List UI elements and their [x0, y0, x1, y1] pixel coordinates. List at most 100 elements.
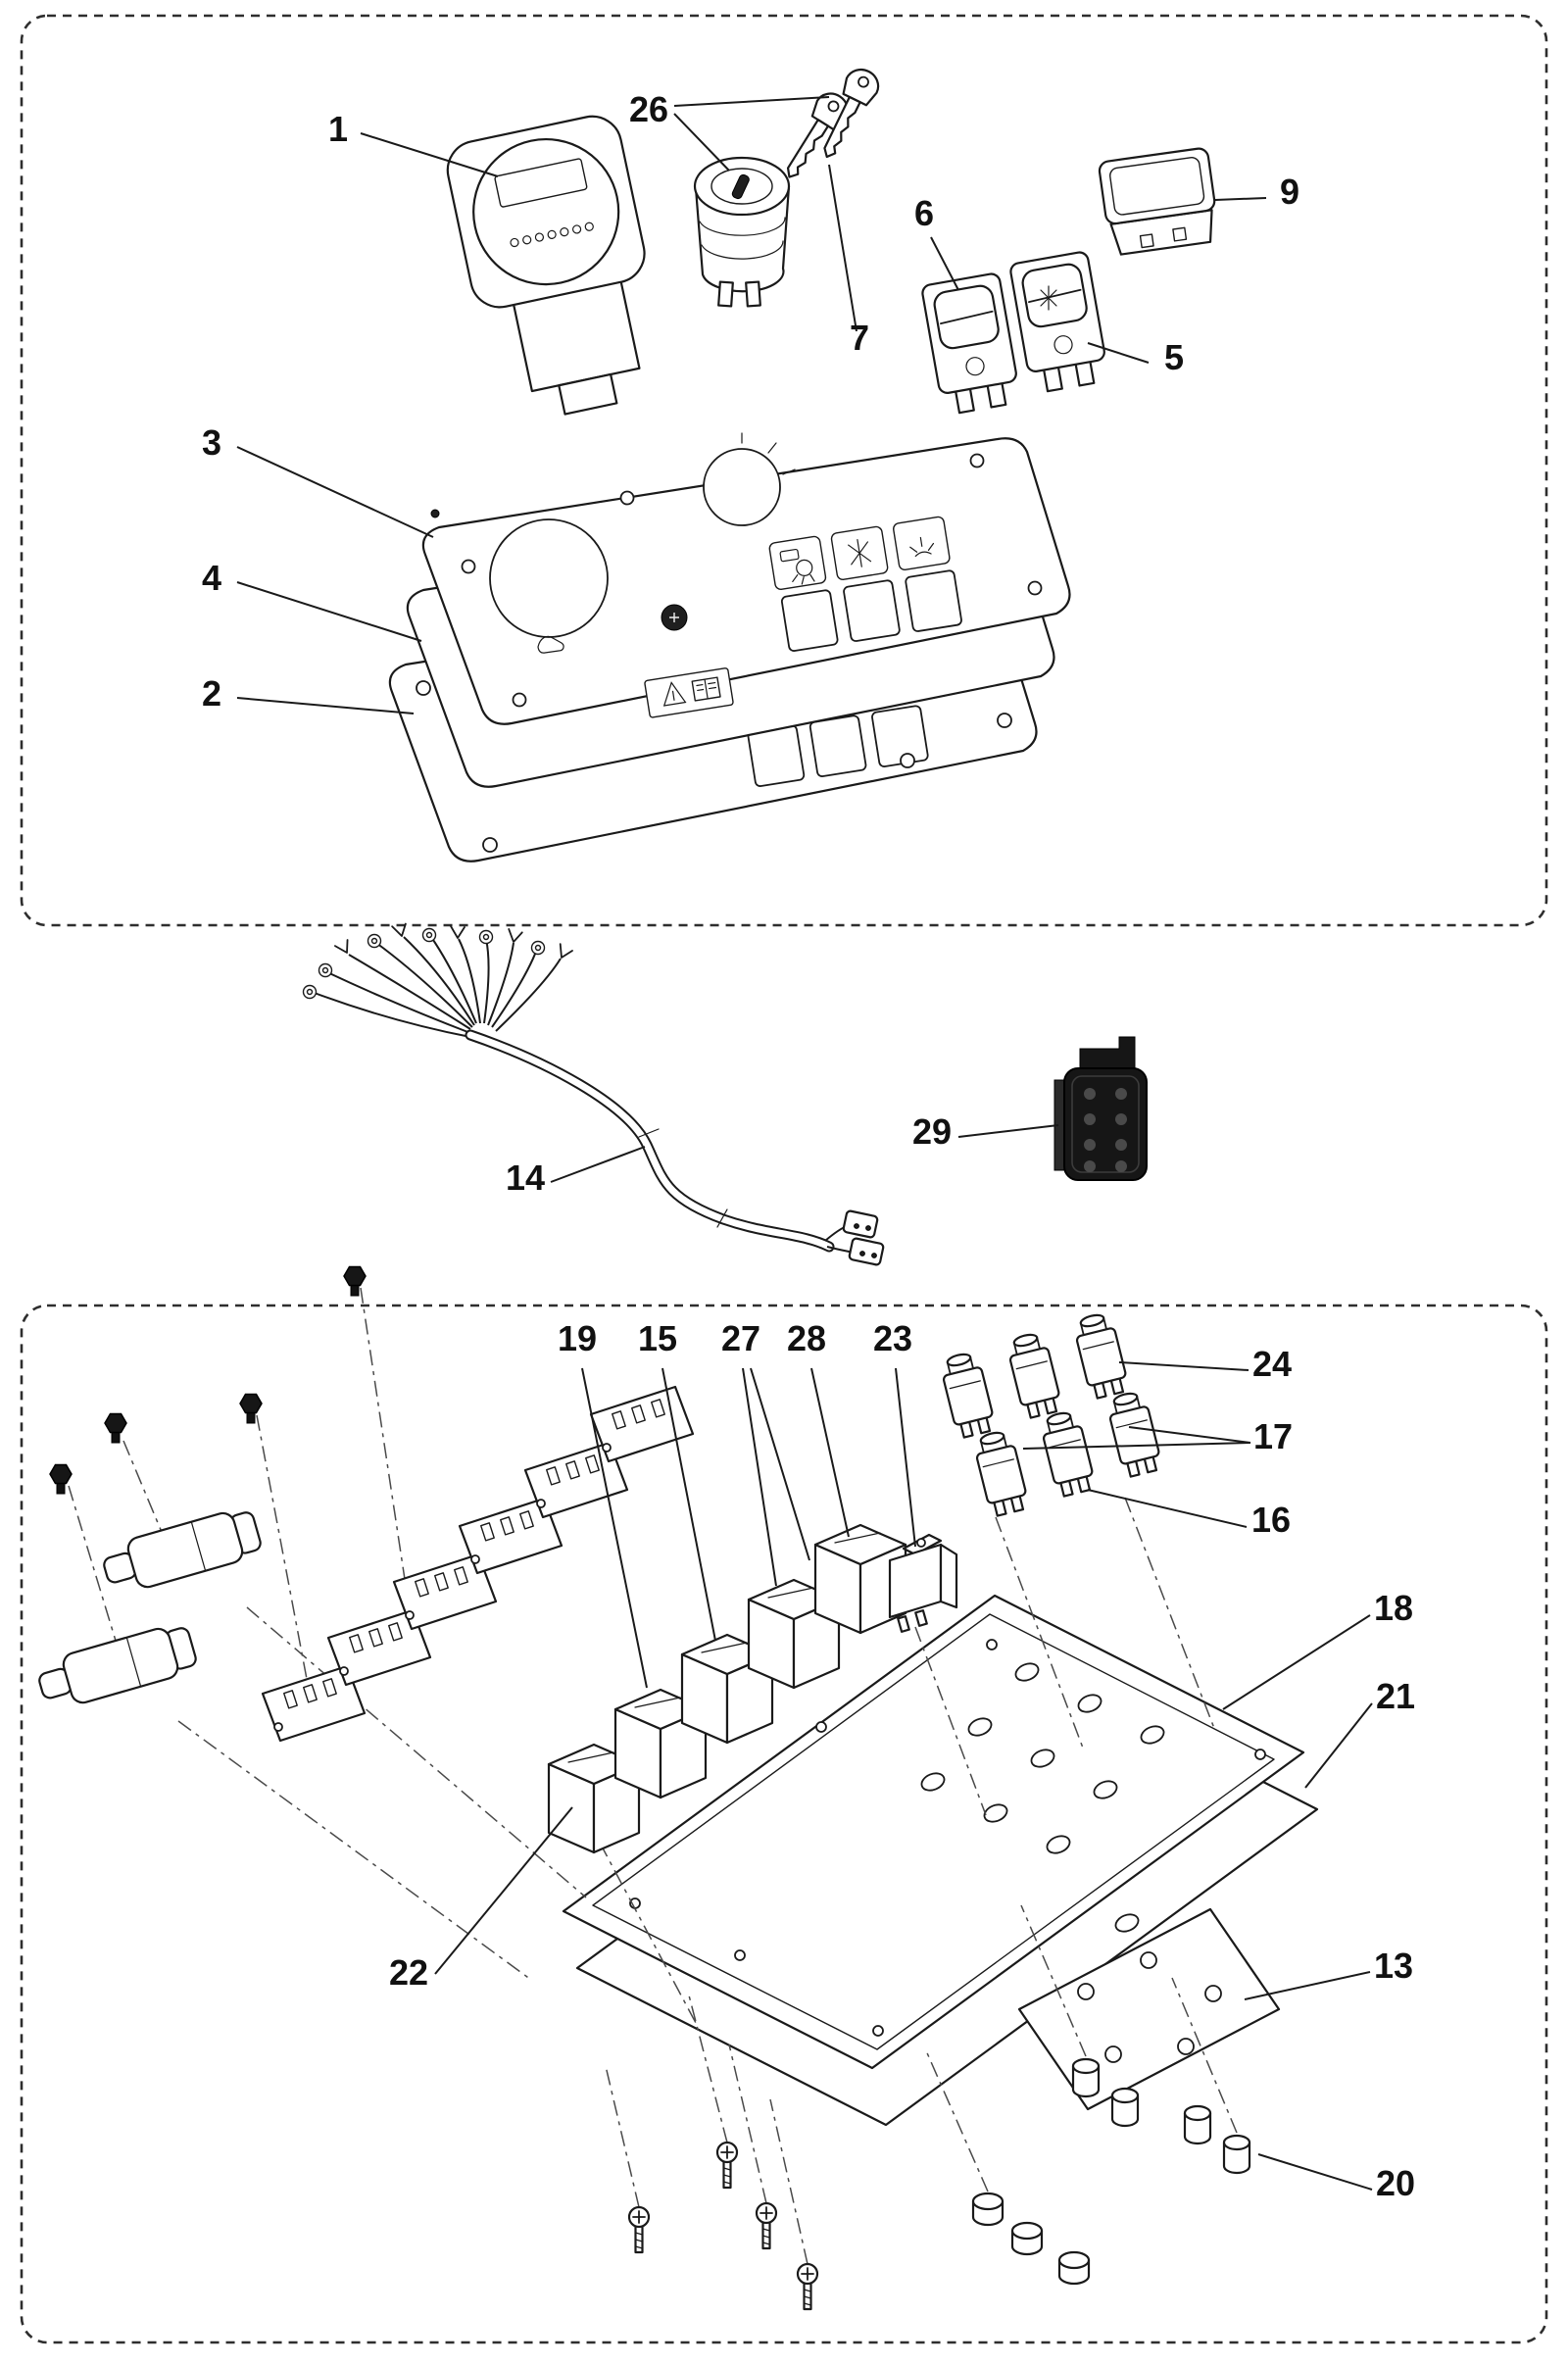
callout-27: 27	[721, 1318, 760, 1358]
part-16-breaker	[1037, 1407, 1098, 1500]
alignment-lines	[68, 1287, 1238, 2265]
hex-bolt	[343, 1265, 367, 1297]
fan-icon	[848, 538, 872, 567]
part-24-breaker	[1070, 1309, 1131, 1402]
leader-28	[810, 1367, 850, 1538]
top-section-frame	[20, 14, 1548, 927]
callout-7: 7	[850, 318, 869, 358]
harness-trunk	[465, 1029, 835, 1253]
part-17-breaker	[937, 1349, 998, 1441]
bottom-section-frame	[20, 1304, 1548, 2344]
callout-26: 26	[629, 89, 668, 129]
leader-27a	[742, 1367, 777, 1587]
callout-4: 4	[202, 558, 221, 598]
callout-23: 23	[873, 1318, 912, 1358]
callout-19: 19	[558, 1318, 597, 1358]
hex-bolt	[104, 1412, 127, 1444]
part-3-panel-overlay	[421, 432, 1071, 725]
leader-6	[930, 236, 959, 291]
part-16-breaker	[970, 1427, 1031, 1519]
leader-20	[1257, 2153, 1373, 2191]
callout-21: 21	[1376, 1676, 1415, 1716]
callout-16: 16	[1251, 1500, 1291, 1540]
part-29-connector	[1054, 1036, 1148, 1181]
part-17-breaker	[1103, 1388, 1164, 1480]
hex-bolt	[49, 1463, 73, 1495]
switch-fan-icon	[1040, 285, 1057, 311]
fuse-holder-a	[97, 1503, 266, 1599]
panel-base-switch-holes	[747, 705, 929, 787]
part-1-hour-meter	[446, 115, 646, 416]
callout-9: 9	[1280, 172, 1299, 212]
part-5-rocker-switch	[1007, 250, 1111, 396]
spray-icon	[909, 536, 935, 558]
hand-icon	[537, 635, 564, 654]
hex-bolt	[239, 1393, 263, 1424]
leader-22	[434, 1806, 573, 1975]
harness-wires	[311, 936, 562, 1038]
leader-4	[236, 581, 422, 642]
cable-tie	[638, 1128, 660, 1138]
leader-15	[662, 1367, 716, 1642]
panel-dot	[430, 509, 440, 518]
leader-5	[1087, 342, 1150, 364]
leader-7	[828, 164, 858, 332]
leader-18	[1222, 1614, 1371, 1710]
leader-13	[1244, 1971, 1371, 2000]
callout-1: 1	[328, 109, 348, 149]
part-26-ignition-switch	[693, 156, 791, 308]
leader-16	[1087, 1489, 1248, 1528]
warning-label	[644, 667, 734, 718]
key-positions-icon	[741, 432, 796, 475]
part-6-rocker-switch	[919, 271, 1023, 418]
leader-23	[895, 1367, 916, 1548]
cable-tie	[716, 1208, 728, 1228]
warning-icon	[662, 681, 687, 707]
callout-14: 14	[506, 1158, 545, 1198]
leader-14	[550, 1146, 646, 1183]
leader-1	[360, 132, 499, 177]
leader-lines	[236, 96, 1373, 2191]
connector-pin-holes	[1084, 1088, 1127, 1172]
side-brush-icon	[779, 548, 815, 585]
hour-meter-hole	[489, 518, 609, 638]
leader-2	[236, 697, 415, 714]
leader-26a	[673, 113, 730, 172]
part-23-flasher	[888, 1533, 958, 1633]
hour-meter-buttons	[510, 222, 594, 248]
keyhole-icon	[731, 173, 750, 200]
leader-3	[236, 446, 434, 538]
lcd-display	[494, 158, 588, 208]
circuit-breakers	[937, 1309, 1164, 1519]
leader-17a	[1128, 1426, 1251, 1444]
leader-17b	[1022, 1442, 1251, 1450]
lamp-glyph-icon	[669, 613, 679, 622]
panel-icon-strip	[768, 516, 962, 652]
part-9-switch-blank	[1098, 147, 1216, 256]
callout-17: 17	[1253, 1416, 1293, 1456]
callouts: 1 26 9 6 7 5 3 4 2 14 29 19 15 27 28 23 …	[202, 89, 1415, 2203]
callout-15: 15	[638, 1318, 677, 1358]
part-14-wiring-harness	[302, 921, 885, 1266]
callout-13: 13	[1374, 1946, 1413, 1986]
leader-27b	[750, 1367, 810, 1561]
callout-6: 6	[914, 193, 934, 233]
leader-19	[581, 1367, 648, 1689]
callout-3: 3	[202, 422, 221, 463]
mounting-screws	[627, 2141, 819, 2311]
harness-connectors	[842, 1209, 885, 1266]
callout-18: 18	[1374, 1588, 1413, 1628]
callout-2: 2	[202, 673, 221, 714]
callout-29: 29	[912, 1111, 952, 1152]
fuse-holder-b	[32, 1619, 201, 1714]
part-24-breaker	[1004, 1329, 1064, 1421]
key-switch-hole	[703, 448, 781, 526]
leader-21	[1304, 1702, 1373, 1789]
leader-29	[957, 1124, 1059, 1138]
leader-26b	[673, 96, 830, 107]
leader-9	[1214, 197, 1267, 201]
leader-24	[1118, 1361, 1250, 1371]
callout-22: 22	[389, 1952, 428, 1993]
